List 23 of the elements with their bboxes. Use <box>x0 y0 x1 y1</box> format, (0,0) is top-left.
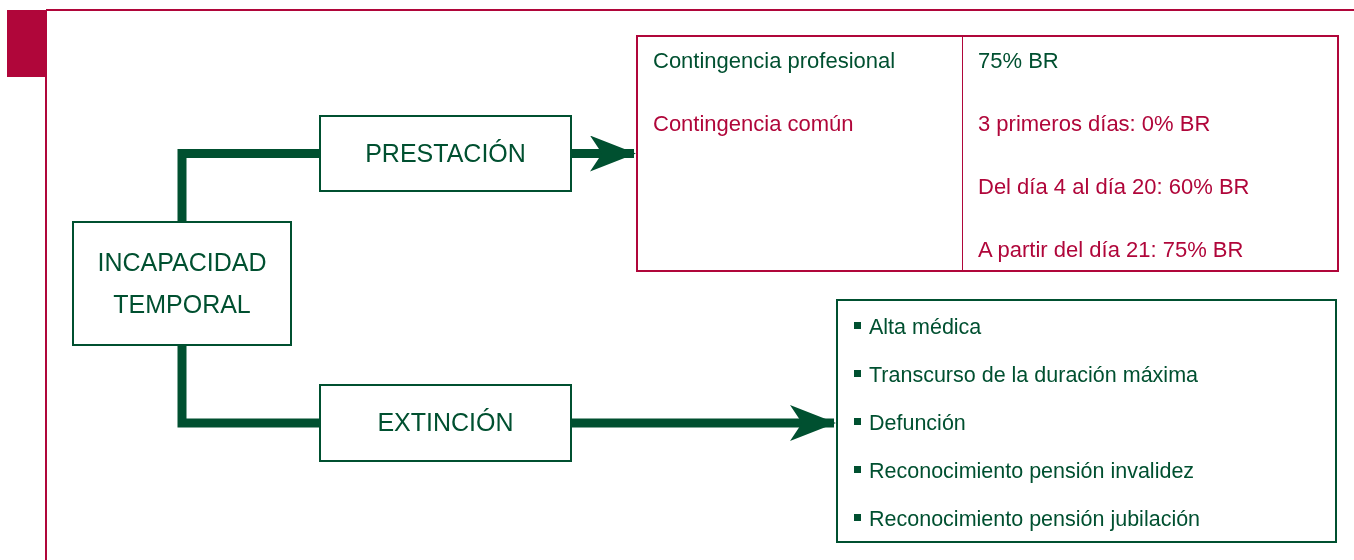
process-box <box>319 115 572 192</box>
table-cell: Contingencia profesional <box>653 47 896 75</box>
table-cell: Del día 4 al día 20: 60% BR <box>978 173 1250 201</box>
process-box <box>72 221 292 346</box>
list-item: Reconocimiento pensión invalidez <box>854 457 1195 485</box>
list-item: Transcurso de la duración máxima <box>854 361 1198 389</box>
rates-table <box>636 35 1339 272</box>
table-cell: 75% BR <box>978 47 1059 75</box>
box-label: INCAPACIDAD TEMPORAL <box>96 247 268 320</box>
connector-line <box>177 149 319 221</box>
box-label: EXTINCIÓN <box>376 407 515 439</box>
table-cell: A partir del día 21: 75% BR <box>978 236 1244 264</box>
arrow <box>572 405 836 441</box>
arrow <box>572 135 636 172</box>
process-box <box>319 384 572 462</box>
list-item: Defunción <box>854 409 966 437</box>
table-cell: 3 primeros días: 0% BR <box>978 110 1211 138</box>
table-cell: Contingencia común <box>653 110 854 138</box>
list-box <box>836 299 1337 543</box>
box-label: PRESTACIÓN <box>364 137 527 169</box>
connector-line <box>177 346 319 428</box>
list-item: Alta médica <box>854 313 982 341</box>
list-item: Reconocimiento pensión jubilación <box>854 505 1201 533</box>
